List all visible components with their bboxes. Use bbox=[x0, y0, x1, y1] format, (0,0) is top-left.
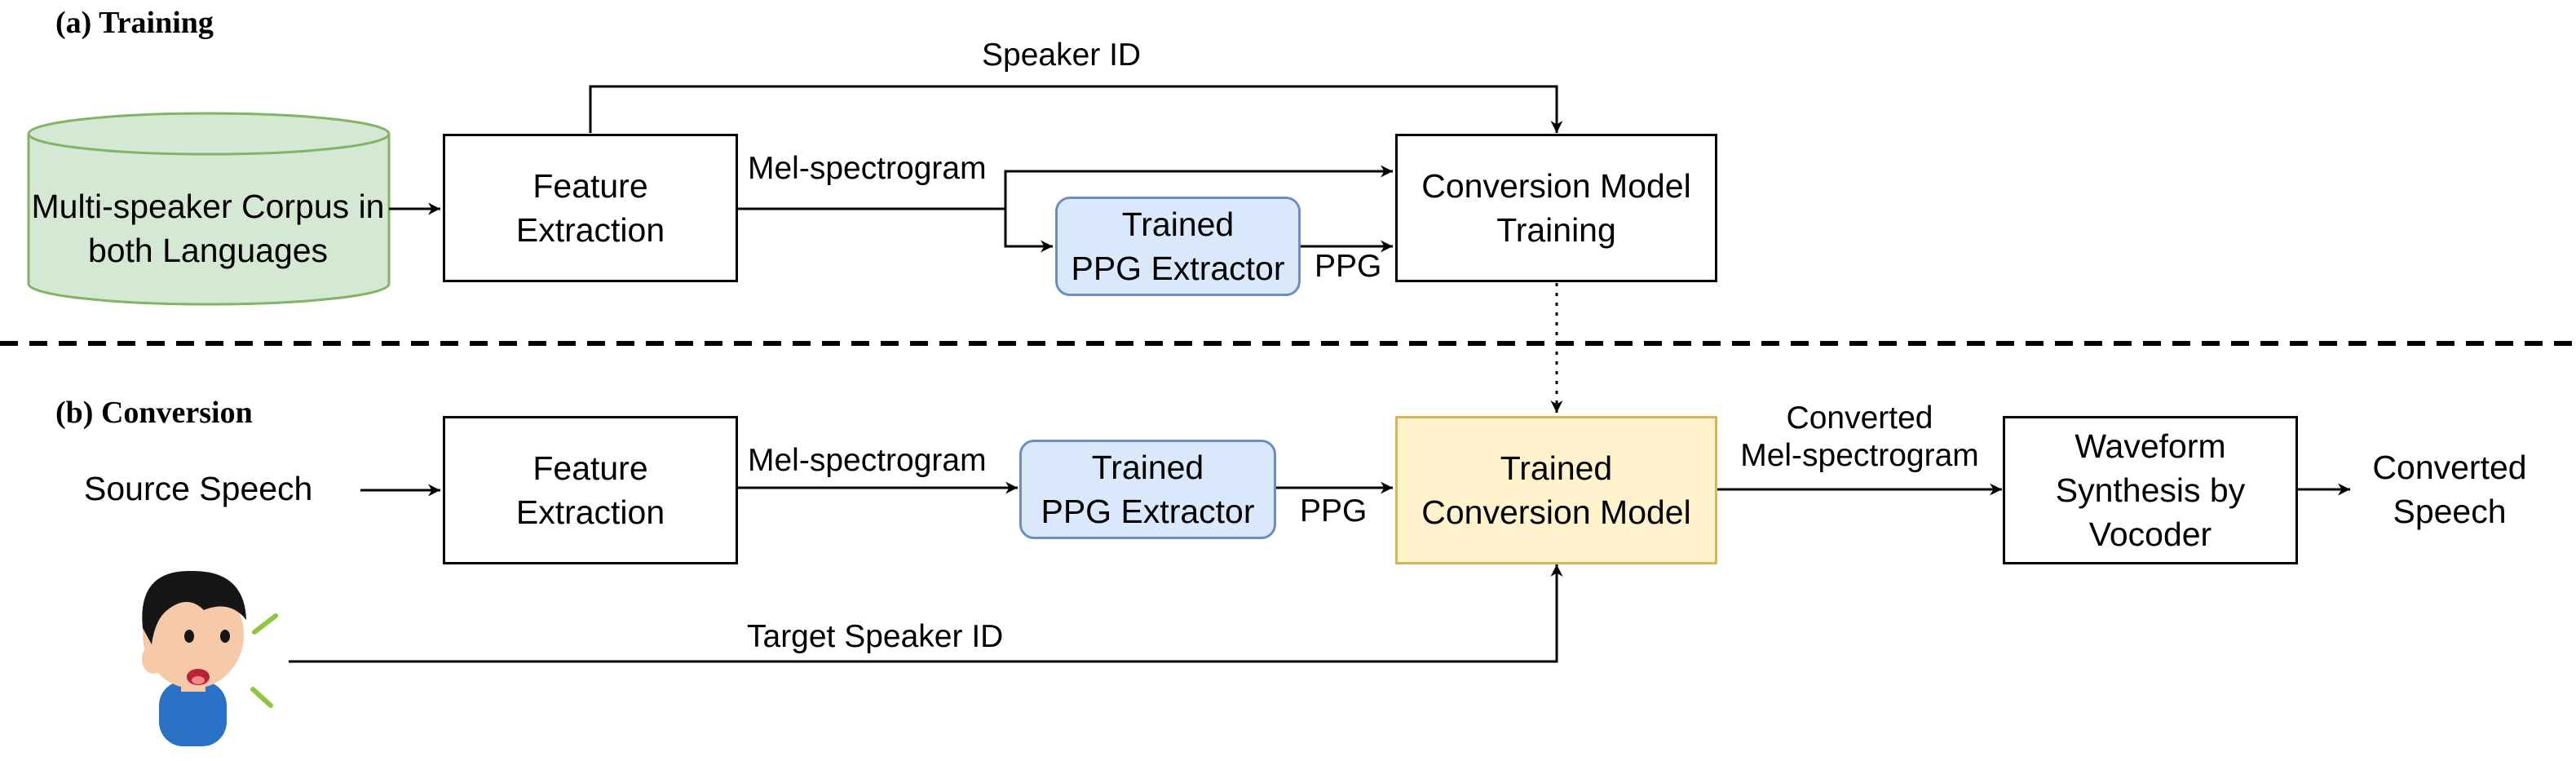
converted-mel-label-line: Mel-spectrogram bbox=[1740, 438, 1979, 473]
training-section-title: (a) Training bbox=[55, 6, 214, 40]
box-label-line: PPG Extractor bbox=[1071, 250, 1285, 287]
corpus-cylinder bbox=[27, 112, 391, 306]
box-label-line: Conversion Model bbox=[1421, 167, 1691, 205]
box-label-line: Synthesis by bbox=[2055, 471, 2246, 509]
speaker-id-label: Speaker ID bbox=[982, 38, 1142, 73]
mel-spectrogram-label-conversion: Mel-spectrogram bbox=[748, 443, 987, 478]
trained-conversion-model-box: Trained Conversion Model bbox=[1395, 416, 1717, 564]
ppg-label-conversion: PPG bbox=[1300, 493, 1368, 529]
box-label-line: Extraction bbox=[515, 211, 665, 249]
corpus-label: Multi-speaker Corpus in both Languages bbox=[26, 184, 390, 272]
target-speaker-id-label: Target Speaker ID bbox=[747, 619, 1004, 654]
box-label-line: Training bbox=[1496, 211, 1616, 249]
box-label-line: Trained bbox=[1121, 206, 1235, 243]
speaker-id-arrow bbox=[589, 85, 1563, 133]
conversion-section-title: (b) Conversion bbox=[55, 396, 253, 430]
box-label-line: Feature bbox=[532, 449, 648, 487]
mel-to-training-arrow bbox=[737, 165, 1393, 210]
corpus-label-line: in both Languages bbox=[87, 188, 385, 269]
box-label-line: Vocoder bbox=[2088, 515, 2212, 553]
source-speech-label: Source Speech bbox=[84, 470, 313, 507]
mel-spectrogram-label-training: Mel-spectrogram bbox=[748, 151, 987, 186]
speaking-person-icon bbox=[142, 570, 278, 746]
converted-speech-label-line: Converted bbox=[2372, 449, 2527, 486]
box-label-line: Waveform bbox=[2074, 427, 2226, 465]
box-label-line: Conversion Model bbox=[1421, 493, 1691, 531]
feature-extraction-box-training: Feature Extraction bbox=[443, 134, 738, 282]
box-label-line: PPG Extractor bbox=[1041, 493, 1255, 530]
vocoder-box: Waveform Synthesis by Vocoder bbox=[2003, 416, 2298, 564]
ppg-extractor-box-conversion: Trained PPG Extractor bbox=[1019, 440, 1276, 539]
feature-extraction-box-conversion: Feature Extraction bbox=[443, 416, 738, 564]
converted-mel-label: Converted Mel-spectrogram bbox=[1727, 400, 1992, 475]
ppg-label-training: PPG bbox=[1315, 249, 1382, 284]
conversion-model-training-box: Conversion Model Training bbox=[1395, 134, 1717, 282]
converted-mel-label-line: Converted bbox=[1786, 400, 1933, 436]
box-label-line: Trained bbox=[1500, 449, 1613, 487]
converted-speech-label-line: Speech bbox=[2393, 493, 2507, 530]
box-label-line: Feature bbox=[532, 167, 648, 205]
ppg-extractor-box-training: Trained PPG Extractor bbox=[1055, 197, 1301, 296]
mel-to-ppg-arrow bbox=[1004, 209, 1053, 253]
box-label-line: Trained bbox=[1091, 449, 1204, 486]
corpus-label-line: Multi-speaker Corpus bbox=[31, 188, 350, 225]
converted-speech-label: Converted Speech bbox=[2352, 445, 2547, 533]
box-label-line: Extraction bbox=[515, 493, 665, 531]
target-speaker-arrow bbox=[289, 564, 1563, 663]
